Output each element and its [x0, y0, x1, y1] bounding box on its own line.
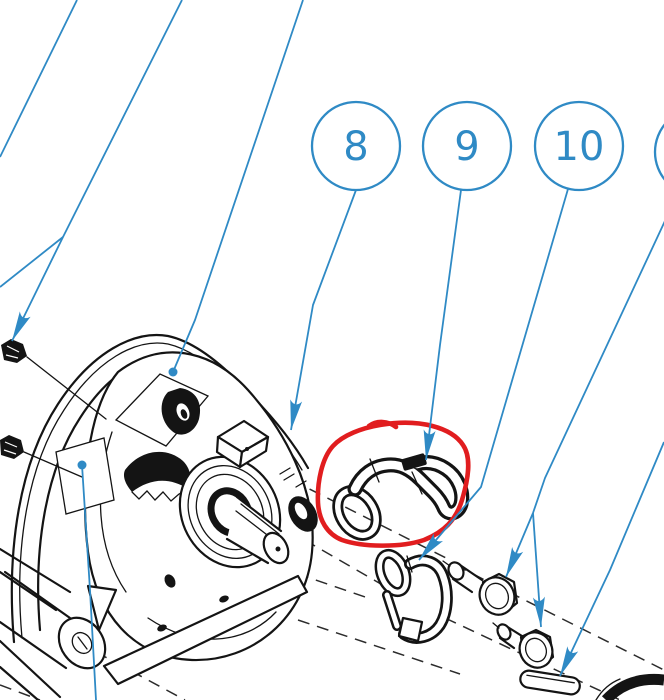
hex-bolt-left-1: [1, 339, 27, 363]
leader-clipped-balloon: [532, 220, 664, 514]
keeper-latch-block: [397, 616, 424, 643]
leader-offscreen-right: [559, 441, 664, 677]
housing-crescent-slot: [123, 451, 191, 492]
hex-bolt-left-2: [0, 435, 24, 459]
hex-bolt-washer-2: [492, 622, 555, 669]
housing-label-plate: [55, 437, 115, 515]
leader-left-bolts: [11, 0, 183, 342]
housing-lug: [215, 419, 270, 469]
leader-callout-9: [423, 189, 462, 461]
callout-balloon-9: 9: [421, 100, 513, 192]
leader-callout-10: [418, 188, 569, 561]
flat-key-plate: [519, 669, 581, 696]
callout-number-8: 8: [343, 124, 368, 170]
keeper-ring-clip: [374, 548, 453, 644]
leader-callout-8: [290, 189, 357, 431]
callout-balloon-8: 8: [310, 100, 402, 192]
red-annotation-circle: [315, 419, 471, 548]
frame-and-roller: [0, 547, 309, 700]
triangle-bracket: [86, 584, 118, 632]
hook-tip-cap: [401, 453, 427, 471]
callout-number-10: 10: [554, 124, 605, 170]
housing-small-hole: [164, 574, 176, 588]
hex-bolt-washer-1: [442, 560, 519, 616]
black-ring-segment: [595, 673, 664, 700]
leader-dot-top-facet: [172, 0, 304, 373]
callout-balloons: 8 9 10: [310, 100, 664, 192]
leader-offscreen-top-left: [0, 0, 78, 158]
output-shaft: [225, 495, 290, 565]
frame-rail: [102, 574, 309, 686]
callout-balloon-clipped: [653, 123, 664, 181]
leader-dot-label-plate: [81, 464, 97, 700]
left-hex-bolts: [0, 339, 107, 478]
s-hook-part: [332, 453, 470, 541]
callout-balloon-10: 10: [533, 100, 625, 192]
gear-housing: [10, 334, 318, 662]
callout-number-9: 9: [454, 124, 479, 170]
